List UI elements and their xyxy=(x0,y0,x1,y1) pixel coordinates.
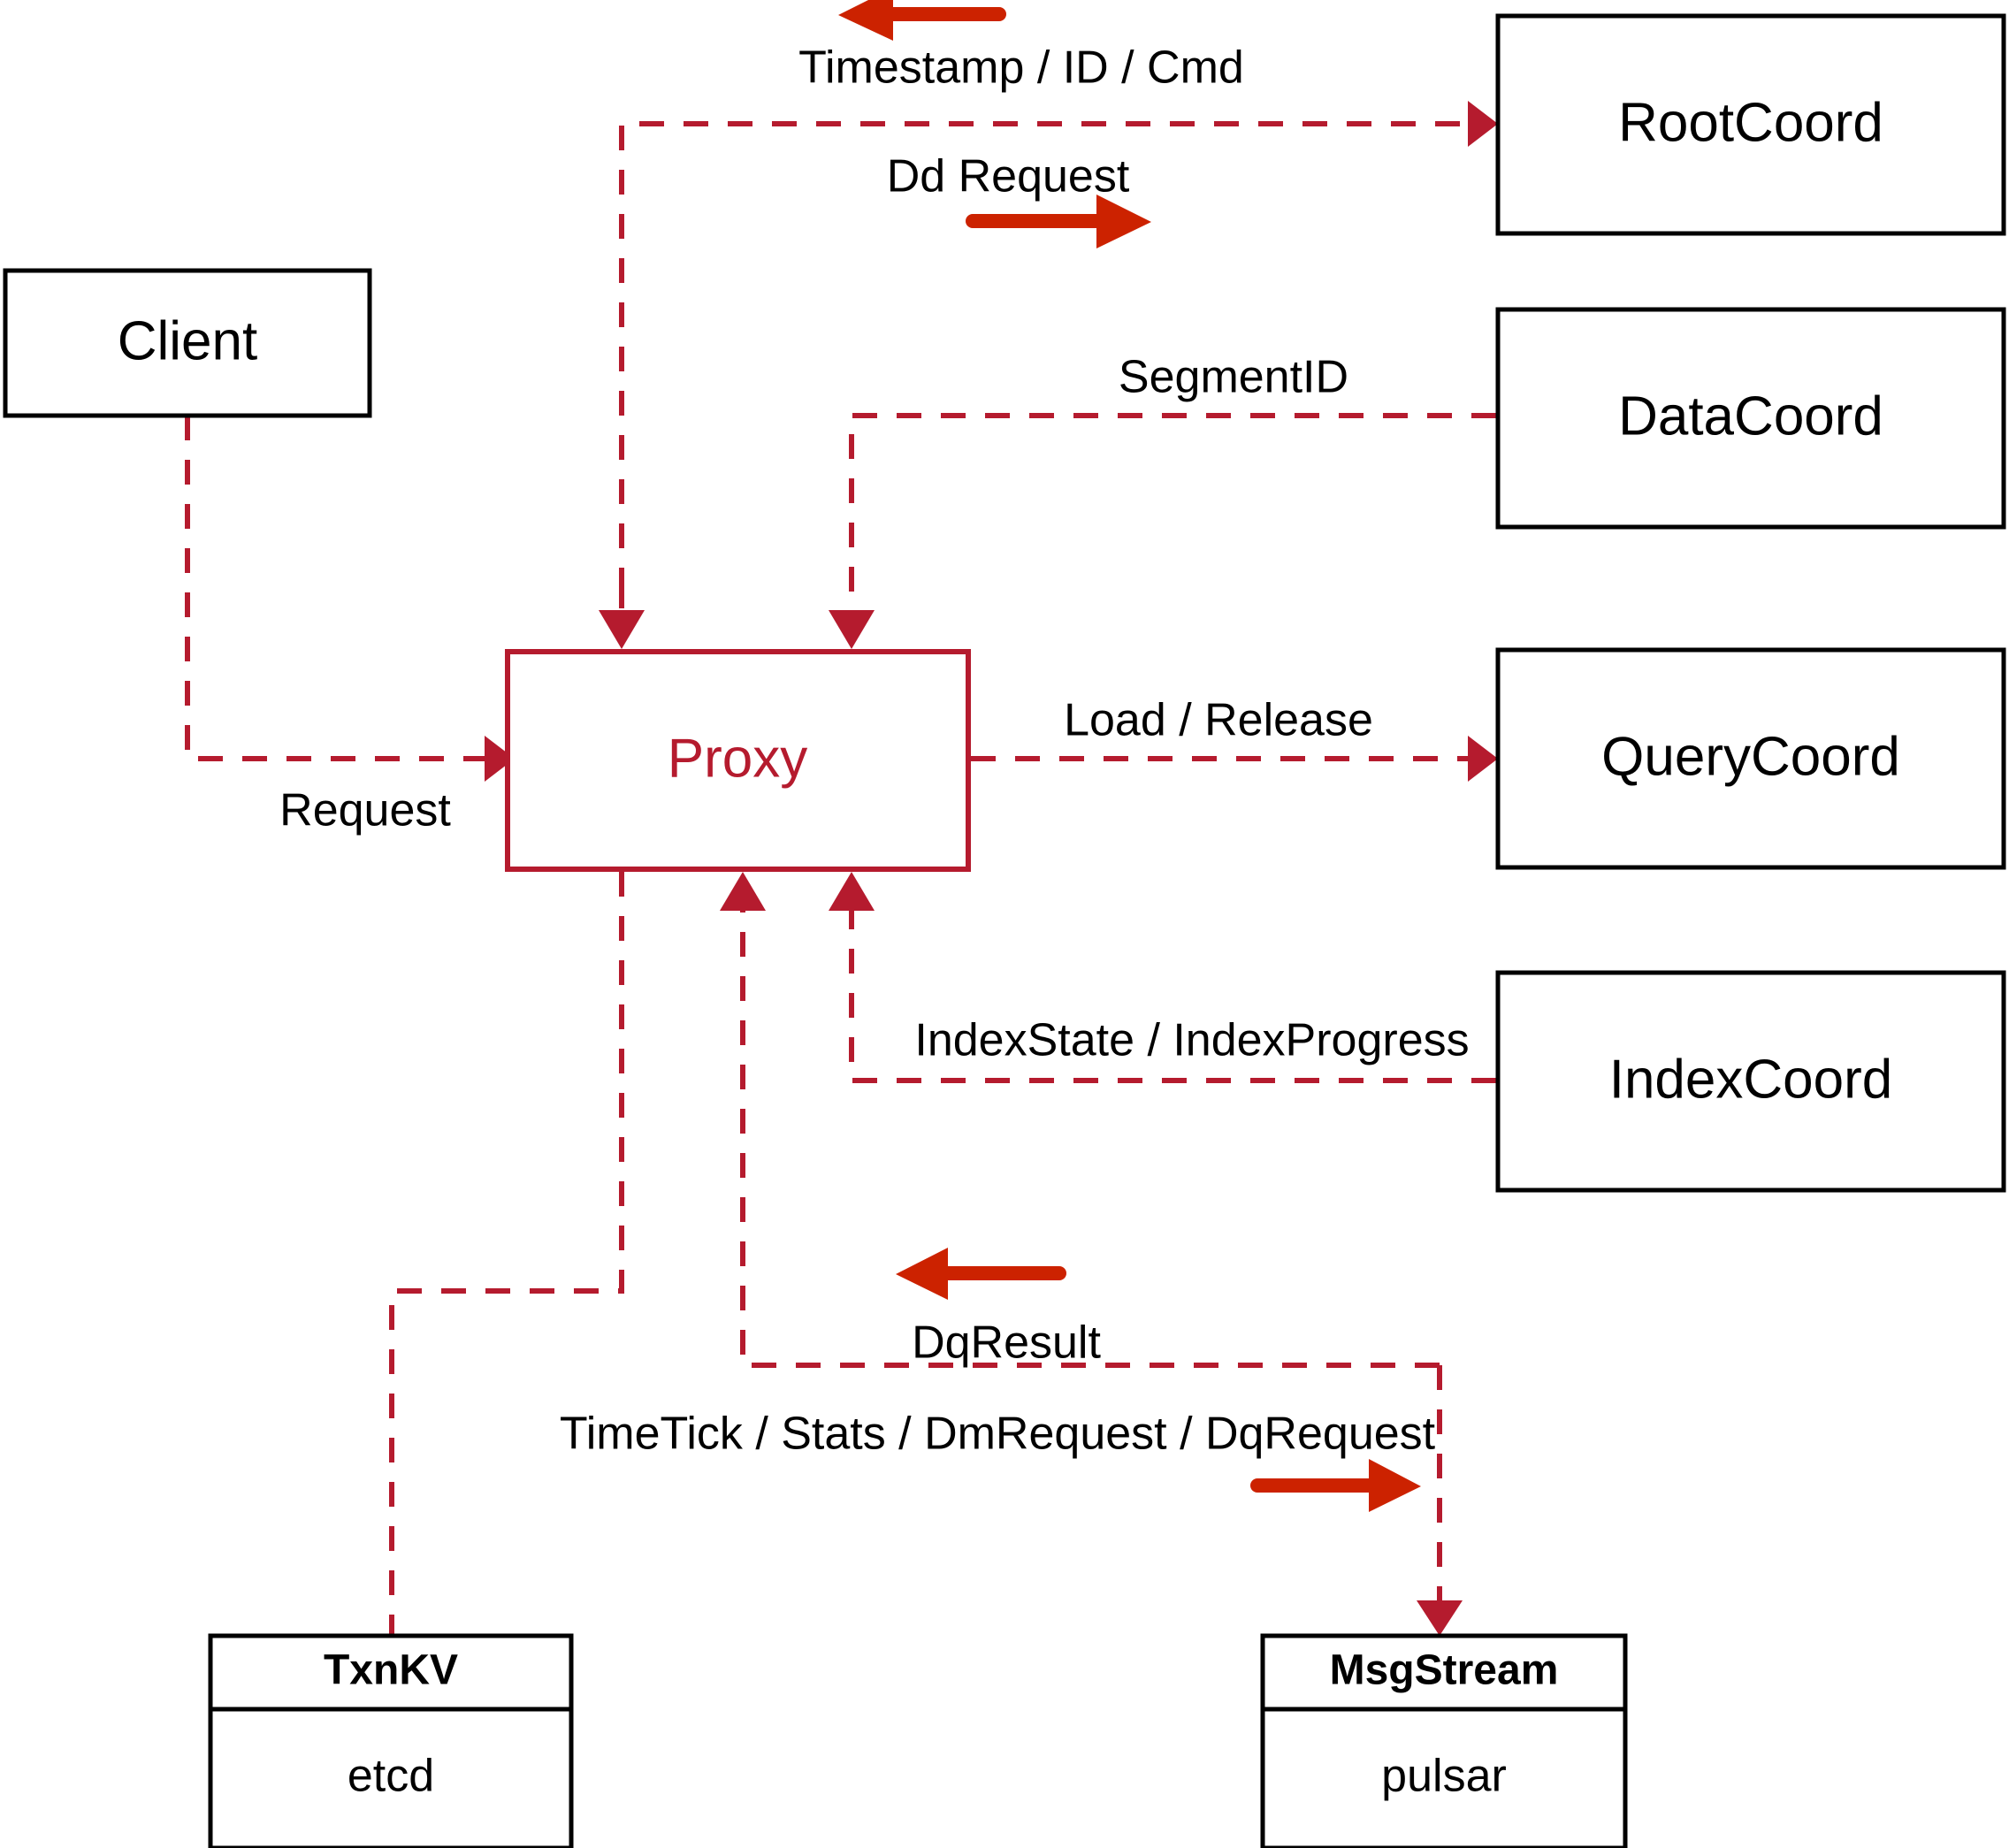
edge-msgstream-proxy xyxy=(740,884,1440,1368)
edge-proxy-rootcoord xyxy=(619,121,1468,637)
direction-arrow-dqresult-left xyxy=(896,1248,1066,1300)
edge-label-dd-request: Dd Request xyxy=(887,151,1130,202)
arrowhead-proxy-rootcoord xyxy=(1468,101,1498,147)
edge-label-segment-id: SegmentID xyxy=(1119,352,1348,403)
node-querycoord-label: QueryCoord xyxy=(1601,726,1900,787)
node-indexcoord-label: IndexCoord xyxy=(1609,1049,1893,1110)
arrowhead-rootcoord-proxy-down xyxy=(599,610,645,649)
arrowhead-datacoord-proxy xyxy=(829,610,875,649)
edge-client-proxy xyxy=(185,416,485,761)
arrowhead-indexcoord-proxy xyxy=(829,872,875,911)
arrowhead-msgstream-proxy xyxy=(720,872,766,911)
edge-proxy-txnkv xyxy=(389,872,624,1636)
direction-arrow-timetick-right xyxy=(1250,1459,1421,1512)
arrowhead-proxy-querycoord xyxy=(1468,736,1498,782)
node-msgstream-sub-label: pulsar xyxy=(1381,1751,1507,1802)
node-msgstream[interactable]: MsgStream pulsar xyxy=(1260,1633,1628,1848)
node-rootcoord[interactable]: RootCoord xyxy=(1495,13,2006,236)
node-querycoord[interactable]: QueryCoord xyxy=(1495,647,2006,870)
node-rootcoord-label: RootCoord xyxy=(1618,92,1883,153)
node-msgstream-label: MsgStream xyxy=(1330,1647,1559,1694)
node-proxy-label: Proxy xyxy=(668,728,807,789)
arrowhead-proxy-msgstream xyxy=(1417,1600,1463,1636)
node-client[interactable]: Client xyxy=(3,268,372,418)
direction-arrow-timestamp-left xyxy=(838,0,1006,41)
node-datacoord-label: DataCoord xyxy=(1618,386,1883,447)
node-datacoord[interactable]: DataCoord xyxy=(1495,307,2006,530)
edge-label-dq-result: DqResult xyxy=(912,1317,1101,1369)
node-indexcoord[interactable]: IndexCoord xyxy=(1495,970,2006,1193)
edge-indexcoord-proxy xyxy=(849,884,1496,1083)
node-txnkv-label: TxnKV xyxy=(324,1647,458,1694)
direction-arrow-ddrequest-right xyxy=(966,195,1151,248)
node-txnkv[interactable]: TxnKV etcd xyxy=(208,1633,574,1848)
node-txnkv-sub-label: etcd xyxy=(348,1751,434,1802)
edge-label-timetick-stats: TimeTick / Stats / DmRequest / DqRequest xyxy=(560,1409,1436,1460)
arrowhead-client-proxy xyxy=(485,736,515,782)
node-proxy[interactable]: Proxy xyxy=(505,649,971,872)
edge-label-index-state-progress: IndexState / IndexProgress xyxy=(914,1015,1469,1066)
edge-label-load-release: Load / Release xyxy=(1064,695,1373,746)
edge-label-request: Request xyxy=(279,785,451,836)
edge-label-timestamp-id-cmd: Timestamp / ID / Cmd xyxy=(798,42,1244,94)
node-client-label: Client xyxy=(118,310,258,371)
